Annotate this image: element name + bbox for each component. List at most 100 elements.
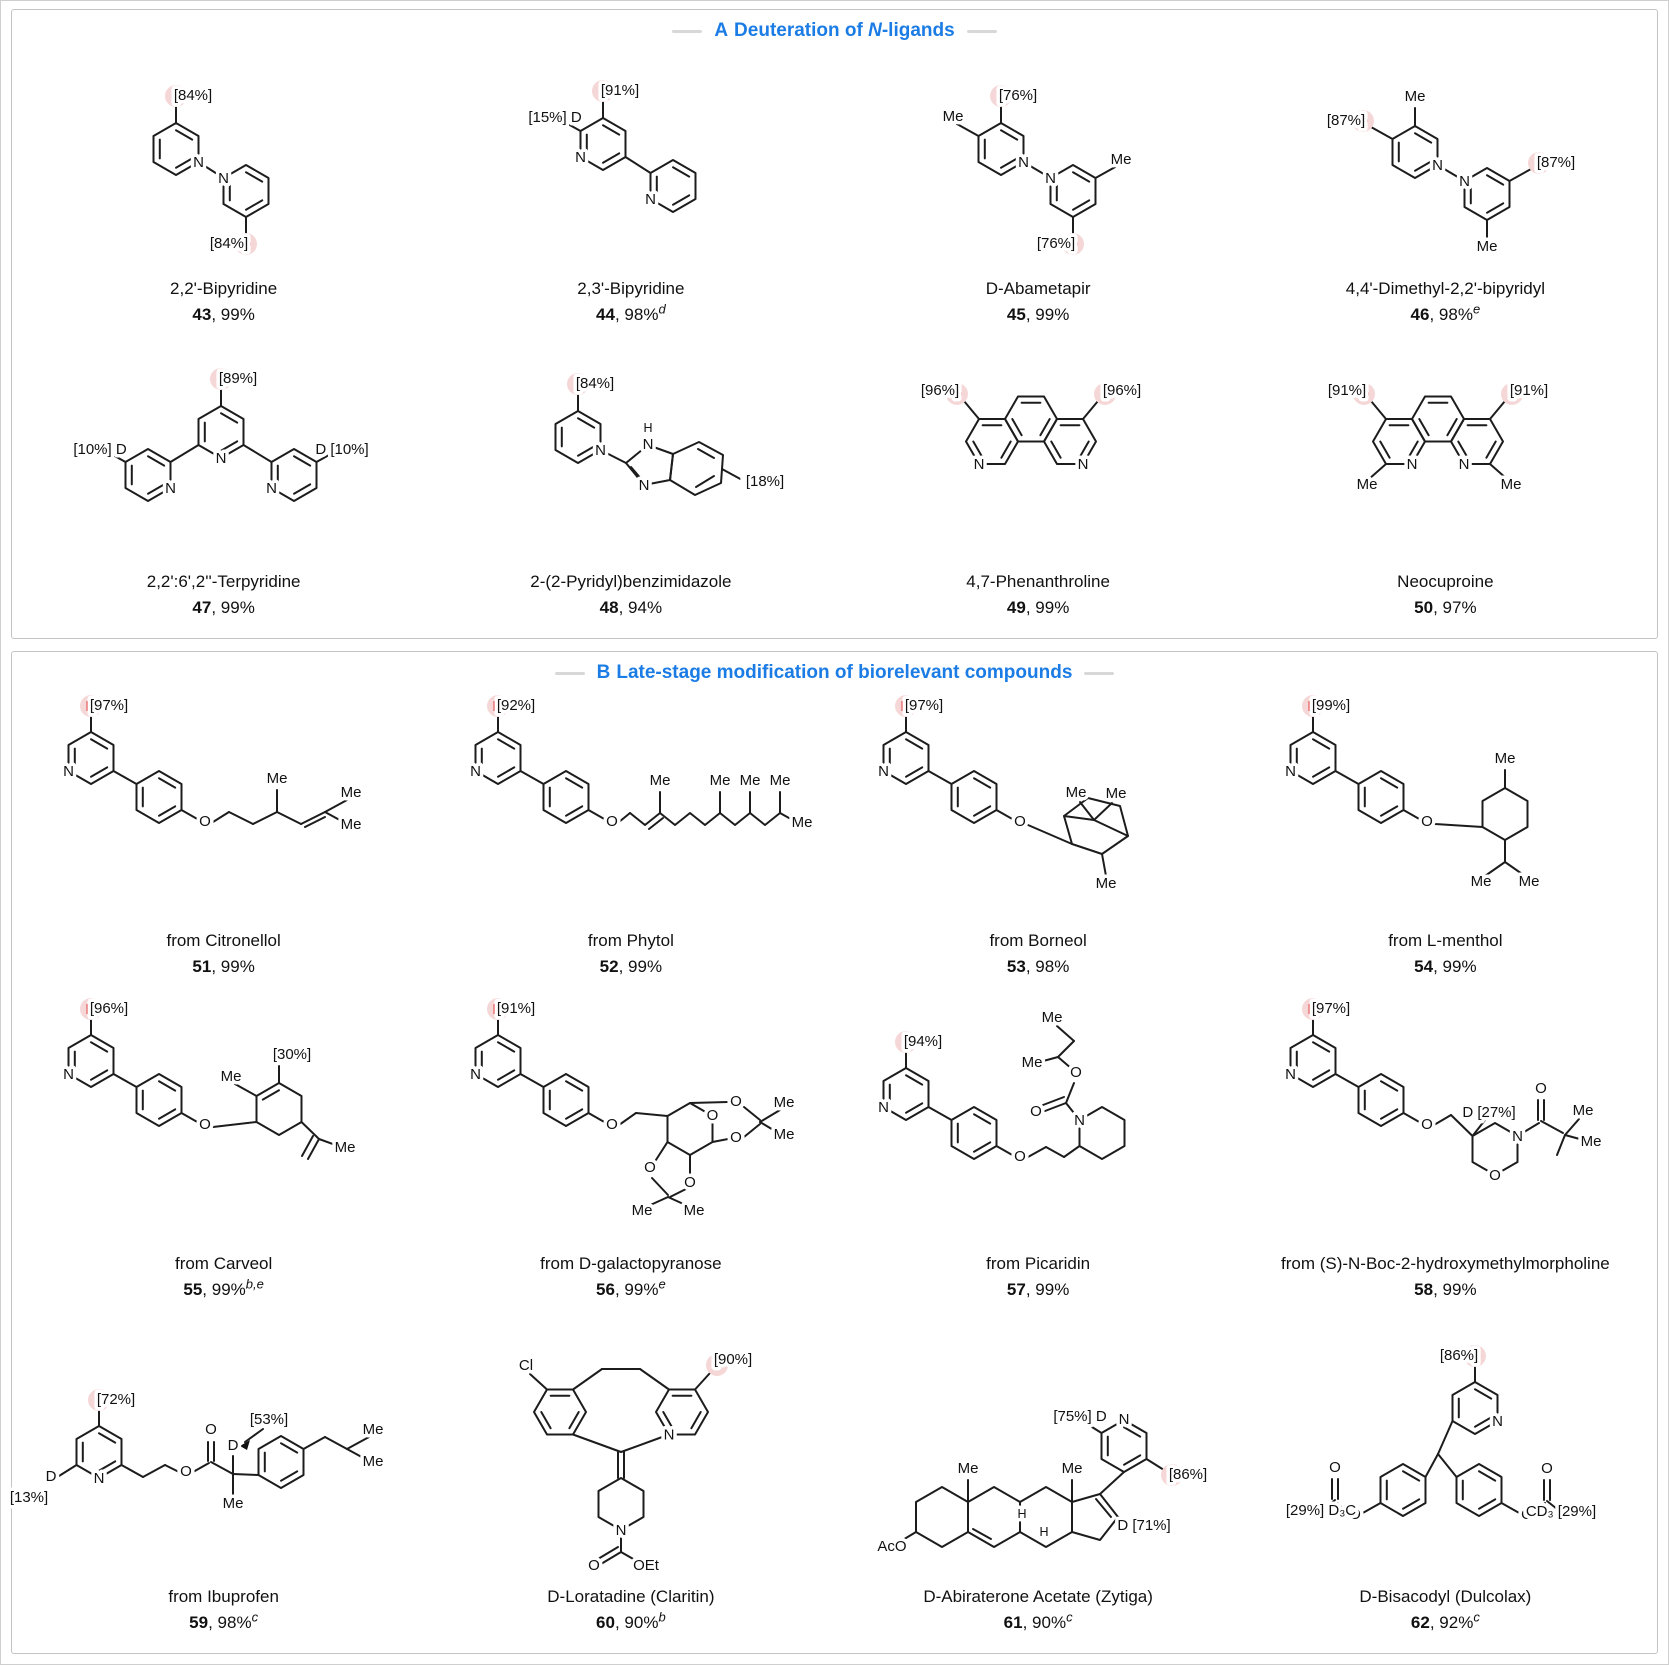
compound-card: N D [13%] O O D [53%] Me Me Me D [72%] f… [6, 1312, 426, 1645]
structure-47: N N N D [89%] [10%] D D [10%] [70, 367, 372, 502]
atom-n: N [595, 442, 606, 459]
pct-label: [99%] [1312, 697, 1350, 714]
bonds [58, 1409, 371, 1497]
deuterium-mark: D [1506, 386, 1517, 403]
pct-label: [84%] [174, 87, 212, 104]
atom-o: O [180, 1463, 192, 1480]
compound-card: Me Me H H AcO N [75%] D D [71%] D [86%] … [836, 1312, 1241, 1645]
compound-name: D-Bisacodyl (Dulcolax) [1359, 1587, 1532, 1606]
deuterium-mark: D [900, 1034, 911, 1051]
structure-61: Me Me H H AcO N [75%] D D [71%] D [86%] [874, 1405, 1211, 1559]
atom-o: O [1329, 1459, 1341, 1476]
me-label: Me [1095, 875, 1116, 892]
me-label: Me [267, 770, 288, 787]
pct-label: [84%] [210, 235, 248, 252]
deuterium-mark: D [493, 698, 504, 715]
atom-n: N [1285, 1066, 1296, 1083]
atom-n: N [575, 149, 586, 166]
atom-n: N [639, 477, 650, 494]
atom-n: N [1018, 154, 1029, 171]
me-label: Me [774, 1094, 795, 1111]
atom-h: H [1039, 1525, 1048, 1539]
atom-n: N [1459, 173, 1470, 190]
header-rule [554, 671, 585, 675]
atom-h: H [1017, 1507, 1026, 1521]
me-label: Me [632, 1202, 653, 1219]
compound-result: 44, 98%d [596, 301, 666, 324]
compound-result: 61, 90%c [1003, 1609, 1073, 1632]
me-label: Me [1518, 873, 1539, 890]
atom-h: H [644, 421, 653, 435]
atom-o: O [1521, 1506, 1533, 1523]
atom-n: N [1285, 763, 1296, 780]
structure-60: Cl N N O OEt D [90%] [516, 1348, 756, 1578]
atom-o: O [607, 813, 619, 830]
me-label: Me [1476, 238, 1497, 255]
compound-card: N O Me Me Me D [97%] from Citronellol 51… [21, 686, 426, 989]
structure-56: N O O O O O O Me Me Me Me D [91%] [467, 997, 798, 1223]
compound-result: 62, 92%c [1410, 1609, 1480, 1632]
pct-label: CD₃ [29%] [1526, 1503, 1596, 1520]
compound-result: 55, 99%b,e [183, 1276, 264, 1299]
atom-n: N [1074, 1112, 1085, 1129]
me-label: Me [650, 772, 671, 789]
atom-o: O [1421, 813, 1433, 830]
deuterium-mark: D [1307, 1001, 1318, 1018]
structure-49: N N D [96%] D [96%] [917, 379, 1144, 477]
atom-o: O [607, 1116, 619, 1133]
pct-label: [96%] [90, 1000, 128, 1017]
me-label: Me [363, 1421, 384, 1438]
atom-o: O [731, 1129, 743, 1146]
pct-label: [87%] [1327, 112, 1365, 129]
compound-name: from D-galactopyranose [540, 1254, 722, 1273]
atom-o: O [199, 1116, 211, 1133]
deuterium-mark: D [1533, 155, 1544, 172]
compound-name: D-Abametapir [985, 279, 1091, 298]
me-label: Me [223, 1495, 244, 1512]
bonds [474, 1018, 782, 1208]
atom-o: O [1489, 1167, 1501, 1184]
compound-card: N O O N O Me Me D [27%] D [97%] from (S)… [1243, 989, 1648, 1312]
structure-52: N O Me Me Me Me Me D [92%] [467, 694, 816, 835]
compound-name: from Carveol [174, 1254, 273, 1273]
pct-label: [84%] [576, 375, 614, 392]
deuterium-mark: D [1067, 236, 1078, 253]
compound-name: 2,2'-Bipyridine [170, 279, 278, 298]
pct-label: [86%] [1440, 1347, 1478, 1364]
atom-o: O [199, 813, 211, 830]
pct-label: D [10%] [315, 441, 368, 458]
d-label: D [743, 473, 754, 490]
deuterium-mark: D [573, 376, 584, 393]
compound-name: from Phytol [587, 931, 674, 950]
atom-n: N [1492, 1413, 1503, 1430]
compound-name: from Borneol [989, 931, 1087, 950]
deuterium-mark: D [995, 88, 1006, 105]
header-rule [966, 29, 997, 33]
compound-card: N N D [96%] D [96%] 4,7-Phenanthroline 4… [836, 337, 1241, 630]
compound-grid-b: N O Me Me Me D [97%] from Citronellol 51… [6, 686, 1649, 1645]
atom-n: N [664, 1427, 675, 1444]
me-label: Me [942, 108, 963, 125]
atom-o: O [731, 1093, 743, 1110]
bonds [103, 389, 340, 502]
me-label: Me [1110, 151, 1131, 168]
compound-result: 51, 99% [192, 957, 255, 976]
atom-n: N [878, 1099, 889, 1116]
atom-n: N [63, 763, 74, 780]
compound-result: 53, 98% [1006, 957, 1070, 976]
compound-result: 47, 99% [192, 598, 255, 617]
pct-label: [53%] [250, 1411, 288, 1428]
atom-n: N [470, 763, 481, 780]
compound-name: from Citronellol [166, 931, 281, 950]
compound-grid-a: N N D [84%] D [84%] 2,2'-Bipyridine 43, … [20, 44, 1649, 630]
pct-label: D [27%] [1462, 1104, 1515, 1121]
atom-o: O [1349, 1506, 1361, 1523]
compound-name: D-Abiraterone Acetate (Zytiga) [923, 1587, 1153, 1606]
me-label: Me [1470, 873, 1491, 890]
compound-card: N O O O O [29%] D₃C CD₃ [29%] D [86%] D-… [1243, 1312, 1648, 1645]
atom-n: N [470, 1066, 481, 1083]
